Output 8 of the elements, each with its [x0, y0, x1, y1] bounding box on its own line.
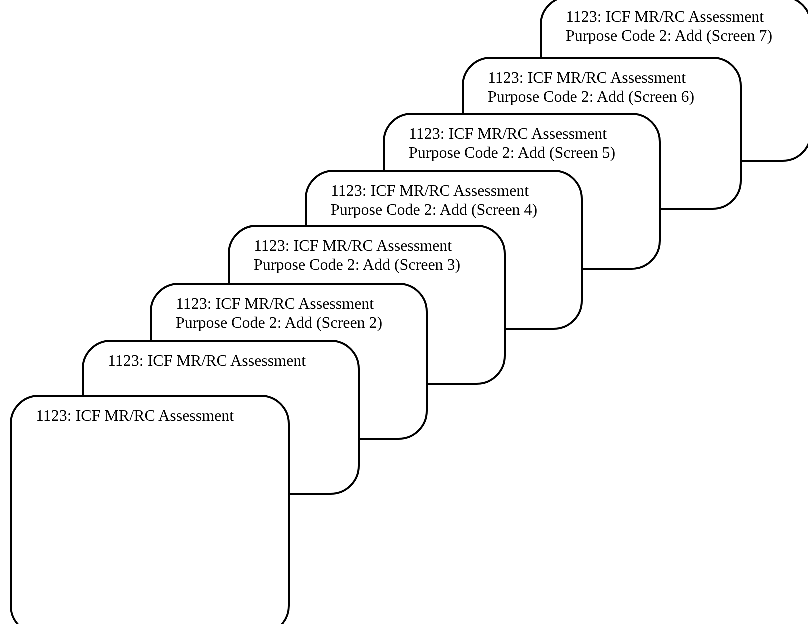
card-title: 1123: ICF MR/RC Assessment [108, 352, 308, 371]
card-title: 1123: ICF MR/RC Assessment Purpose Code 2: Add (Screen 3) [254, 237, 462, 275]
card-title: 1123: ICF MR/RC Assessment Purpose Code 2: Add (Screen 6) [488, 69, 696, 107]
card-title: 1123: ICF MR/RC Assessment Purpose Code 2: Add (Screen 2) [176, 295, 384, 333]
card-title: 1123: ICF MR/RC Assessment Purpose Code 2: Add (Screen 5) [409, 125, 617, 163]
card-title: 1123: ICF MR/RC Assessment Purpose Code 2: Add (Screen 7) [566, 8, 774, 46]
card-title: 1123: ICF MR/RC Assessment Purpose Code 2: Add (Screen 4) [331, 182, 539, 220]
card-title: 1123: ICF MR/RC Assessment [36, 407, 236, 426]
